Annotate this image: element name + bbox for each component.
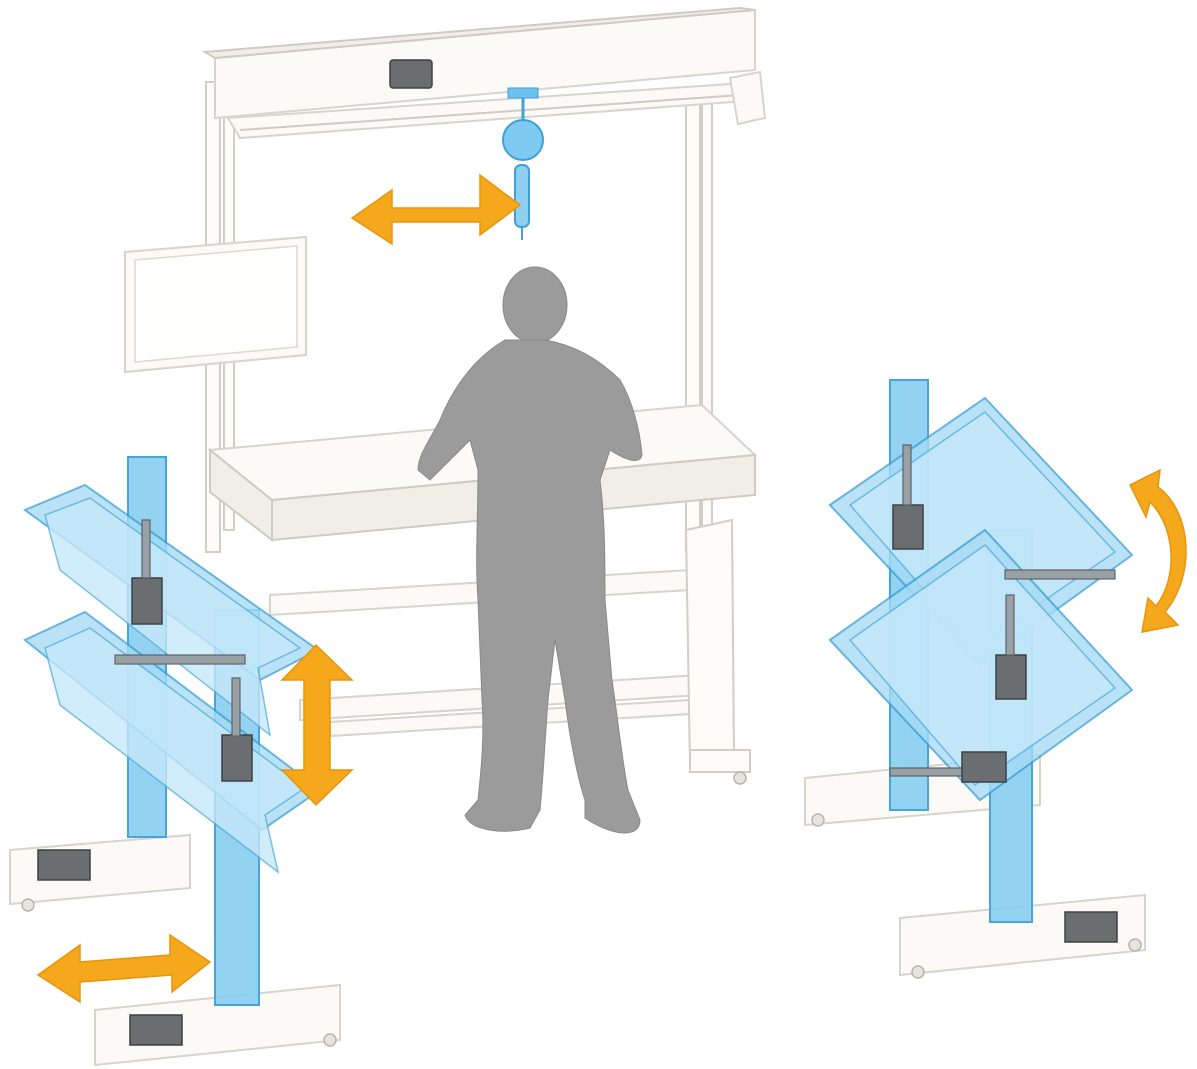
screwdriver-tool-icon xyxy=(514,164,530,228)
left-rack-actuator-upper xyxy=(131,577,163,625)
left-rack-shelf-upper-tray xyxy=(44,497,302,737)
double-arrow-vertical-icon xyxy=(280,643,354,807)
operator-body xyxy=(417,339,643,834)
right-rack-actuator-rod-lower xyxy=(1005,594,1015,656)
caster xyxy=(1128,938,1142,952)
right-rack-actuator-upper xyxy=(892,504,924,550)
right-rack-arm-upper xyxy=(1004,569,1116,580)
right-rack-pivot-block xyxy=(961,751,1007,783)
left-rack-base-back-motor xyxy=(37,849,91,881)
left-rack-arm xyxy=(114,654,246,665)
caster xyxy=(21,898,35,912)
right-rack-actuator-lower xyxy=(995,654,1027,700)
right-rack-shelf-lower-tray xyxy=(848,544,1117,787)
rail-light-fixture xyxy=(389,59,433,89)
operator-head xyxy=(502,266,568,344)
table-leg-right xyxy=(684,518,736,768)
left-rack-actuator-rod-upper xyxy=(141,519,151,579)
tool-rail-line xyxy=(239,93,756,131)
double-arrow-horizontal-icon xyxy=(36,933,212,1004)
header-beam-top xyxy=(201,6,756,60)
left-rack-shelf-lower-tray xyxy=(44,627,307,874)
tool-balancer-icon xyxy=(502,119,544,161)
caster xyxy=(811,813,825,827)
monitor-screen xyxy=(134,245,298,363)
caster xyxy=(911,965,925,979)
right-rack-actuator-rod-upper xyxy=(902,444,912,506)
right-rack-base-front-motor xyxy=(1064,911,1118,943)
double-arrow-horizontal-icon xyxy=(350,173,522,246)
workbench xyxy=(124,6,767,785)
trolley-blue xyxy=(507,87,539,99)
left-rack-base-back xyxy=(9,833,191,906)
left-rack xyxy=(9,456,341,1067)
leveling-foot xyxy=(733,771,747,785)
left-rack-base-front-motor xyxy=(129,1014,183,1046)
curved-double-arrow-icon xyxy=(1128,468,1187,633)
right-rack xyxy=(804,379,1146,979)
left-rack-actuator-rod-lower xyxy=(231,677,241,737)
operator-silhouette xyxy=(417,266,643,834)
left-rack-actuator-lower xyxy=(221,734,253,782)
table-leg-right-foot xyxy=(689,749,751,773)
rail-end-cap xyxy=(728,70,767,126)
caster xyxy=(323,1033,337,1047)
